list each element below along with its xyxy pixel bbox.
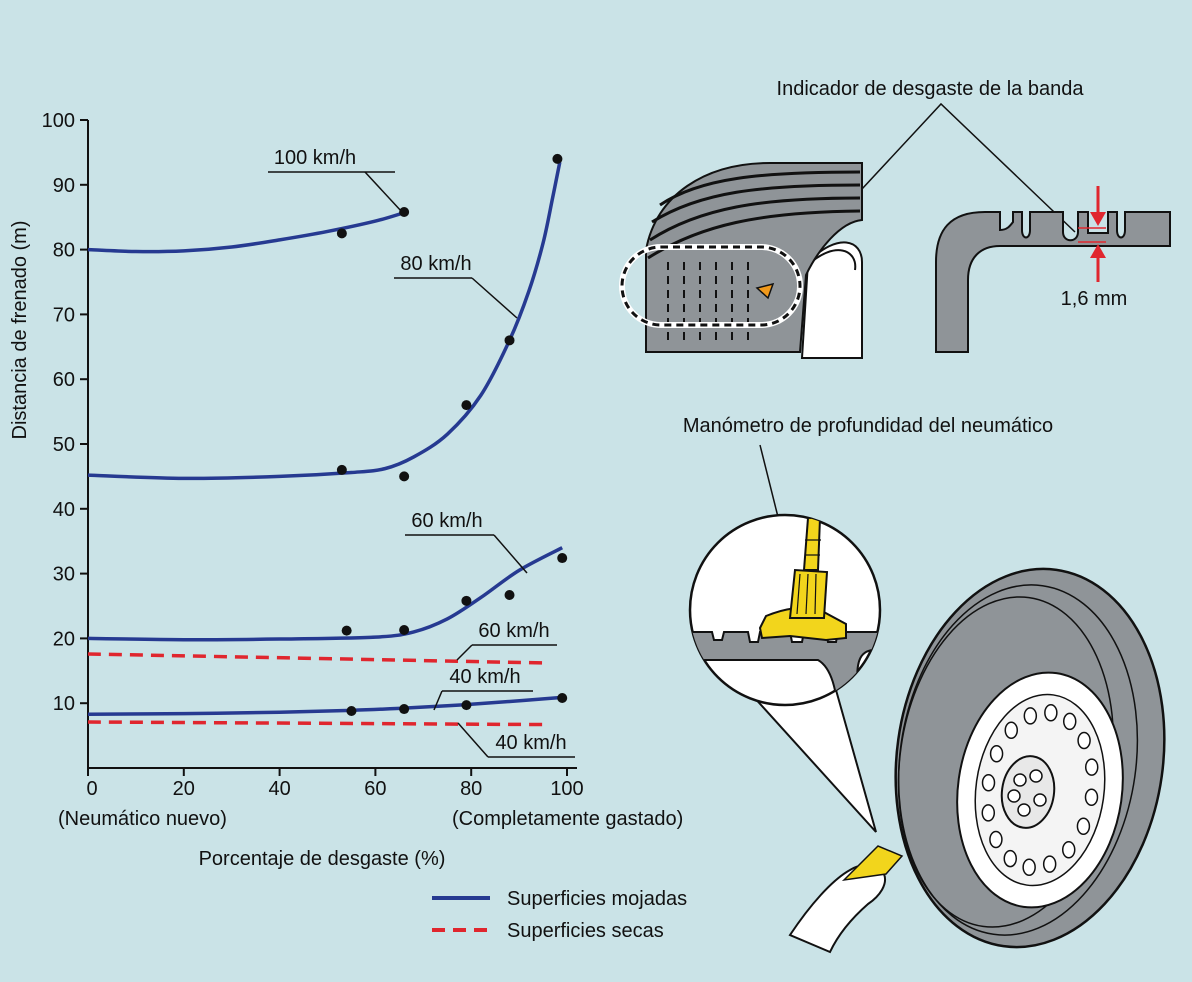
data-point-80-wet — [504, 335, 515, 346]
x-tick-note-start: (Neumático nuevo) — [58, 808, 227, 830]
rim-hole — [1084, 788, 1099, 806]
data-point-60-wet — [461, 595, 472, 606]
data-point-60-wet — [399, 624, 410, 635]
tread-indicator-label: Indicador de desgaste de la banda — [777, 78, 1085, 100]
x-tick-label: 60 — [364, 778, 386, 800]
tread-profile — [935, 211, 1171, 353]
y-tick-label: 60 — [53, 369, 75, 391]
series-label-40-wet: 40 km/h — [449, 666, 520, 688]
zoom-pointer — [749, 688, 877, 833]
legend-wet-label: Superficies mojadas — [507, 888, 687, 910]
data-point-40-wet — [399, 704, 410, 715]
depth-label: 1,6 mm — [1061, 288, 1128, 310]
data-point-40-wet — [461, 700, 472, 711]
series-labels: 100 km/h 80 km/h 60 km/h 60 km/h 40 km/h 40 k… — [268, 147, 575, 758]
data-point-40-wet — [557, 693, 568, 704]
x-axis-label: Porcentaje de desgaste (%) — [199, 848, 446, 870]
legend-dry-label: Superficies secas — [507, 920, 664, 942]
rim-hole — [989, 830, 1003, 849]
rim-hole — [1076, 817, 1091, 835]
series-label-leader — [457, 722, 489, 758]
gauge-stem — [802, 517, 822, 571]
tread-wear-indicator-illustration: Indicador de desgaste de la banda 1, — [619, 78, 1171, 359]
y-tick-label: 40 — [53, 499, 75, 521]
rim-hole — [981, 774, 996, 792]
y-tick-label: 20 — [53, 628, 75, 650]
data-point-60-wet — [504, 589, 515, 600]
rim-hole — [1022, 858, 1036, 876]
rim-hole — [1023, 707, 1038, 725]
y-ticks: 10 20 30 40 50 60 70 80 90 100 — [42, 110, 88, 715]
gauge-body — [788, 568, 829, 619]
y-tick-label: 90 — [53, 175, 75, 197]
series-label-60-dry: 60 km/h — [478, 620, 549, 642]
rim-holes — [981, 704, 1099, 876]
x-tick-label: 80 — [460, 778, 482, 800]
rim-hole — [1077, 731, 1091, 750]
rim-hole — [1003, 849, 1018, 868]
x-ticks: 0 20 40 60 80 100 — [86, 768, 584, 800]
rim-hole — [1084, 758, 1099, 776]
x-tick-label: 0 — [86, 778, 97, 800]
wear-indicator-triangle — [755, 282, 775, 300]
hand-with-gauge — [788, 845, 904, 954]
tread-depth-gauge-illustration: Manómetro de profundidad del neumático — [683, 415, 1166, 954]
legend: Superficies mojadas Superficies secas — [432, 888, 687, 942]
data-point-80-wet — [336, 464, 347, 475]
series-label-leader — [471, 277, 518, 319]
y-axis-label: Distancia de frenado (m) — [9, 221, 31, 440]
data-point-80-wet — [461, 400, 472, 411]
gauge-small — [841, 845, 904, 882]
y-tick-label: 70 — [53, 304, 75, 326]
series-line-40-dry — [87, 720, 548, 727]
series-label-80-wet: 80 km/h — [400, 253, 471, 275]
x-tick-label: 100 — [550, 778, 583, 800]
rim-hole — [981, 804, 996, 822]
zoom-content — [690, 517, 880, 705]
zoom-tread — [690, 631, 880, 705]
rim-hole — [1044, 704, 1058, 722]
hand — [788, 864, 886, 954]
tire-tread-closeup — [619, 162, 863, 359]
series-line-80-wet — [87, 161, 562, 481]
rim-hole — [1062, 712, 1077, 731]
data-point-100-wet — [399, 207, 410, 218]
rim-hole — [989, 745, 1004, 763]
x-tick-note-end: (Completamente gastado) — [452, 808, 683, 830]
data-point-80-wet — [399, 471, 410, 482]
series-layer — [87, 153, 568, 727]
wheel — [894, 567, 1166, 949]
rim-hole — [1004, 721, 1019, 740]
series-line-60-dry — [87, 652, 548, 665]
series-label-leader — [493, 534, 528, 574]
gauge-label: Manómetro de profundidad del neumático — [683, 415, 1053, 437]
y-tick-label: 50 — [53, 434, 75, 456]
data-point-100-wet — [336, 228, 347, 239]
y-tick-label: 10 — [53, 693, 75, 715]
series-label-leader — [433, 690, 443, 711]
y-tick-label: 30 — [53, 564, 75, 586]
x-tick-label: 40 — [268, 778, 290, 800]
data-point-60-wet — [341, 625, 352, 636]
data-point-60-wet — [557, 553, 568, 564]
series-label-60-wet: 60 km/h — [411, 510, 482, 532]
series-label-40-dry: 40 km/h — [495, 732, 566, 754]
series-label-leader — [456, 644, 473, 661]
y-tick-label: 100 — [42, 110, 75, 132]
data-point-40-wet — [346, 705, 357, 716]
tread-cross-section: 1,6 mm — [935, 186, 1171, 353]
series-label-100-wet: 100 km/h — [274, 147, 356, 169]
series-line-40-wet — [87, 695, 563, 716]
y-tick-label: 80 — [53, 240, 75, 262]
data-point-80-wet — [552, 153, 563, 164]
braking-distance-chart: 10 20 30 40 50 60 70 80 90 100 0 20 40 60 80 100 100 k… — [9, 110, 683, 870]
series-line-100-wet — [87, 210, 405, 254]
rim-hole — [1042, 855, 1057, 873]
rim-hole — [1061, 840, 1076, 859]
series-label-leader — [364, 171, 403, 213]
x-tick-label: 20 — [173, 778, 195, 800]
